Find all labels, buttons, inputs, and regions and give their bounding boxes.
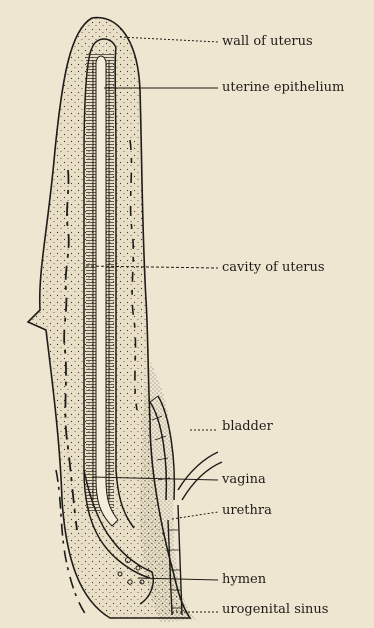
label-urogenital-sinus: urogenital sinus [222,603,328,617]
urethra-tube [178,452,218,490]
label-cavity-of-uterus: cavity of uterus [222,261,325,275]
label-wall-of-uterus: wall of uterus [222,35,313,49]
label-hymen: hymen [222,573,266,587]
label-urethra: urethra [222,504,272,518]
label-uterine-epithelium: uterine epithelium [222,81,344,95]
label-vagina: vagina [222,473,266,487]
label-bladder: bladder [222,420,273,434]
